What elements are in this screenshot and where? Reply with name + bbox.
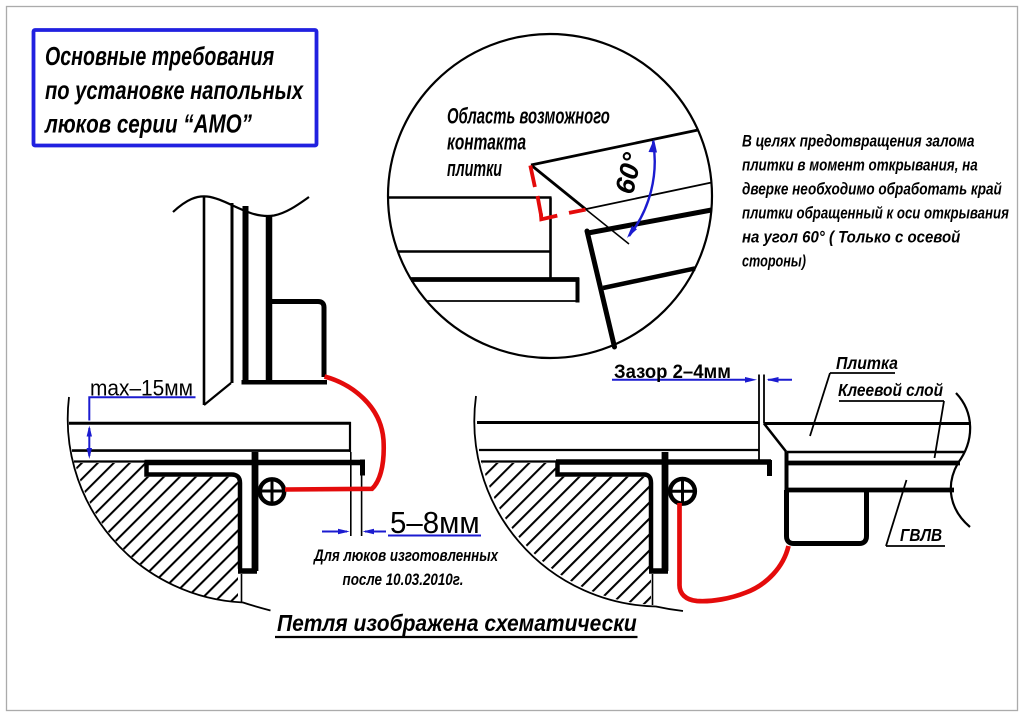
svg-text:стороны): стороны)	[742, 253, 806, 271]
svg-text:В целях предотвращения залома: В целях предотвращения залома	[742, 132, 974, 151]
svg-text:люков серии “АМО”: люков серии “АМО”	[44, 109, 252, 138]
svg-text:Зазор 2–4мм: Зазор 2–4мм	[614, 361, 731, 382]
svg-text:на угол 60° ( Только с осевой: на угол 60° ( Только с осевой	[742, 229, 961, 247]
svg-text:контакта: контакта	[447, 131, 526, 155]
svg-text:Основные требования: Основные требования	[45, 41, 275, 70]
svg-text:Петля изображена схематически: Петля изображена схематически	[277, 610, 637, 636]
svg-text:max–15мм: max–15мм	[90, 376, 193, 401]
svg-text:дверке необходимо обработать к: дверке необходимо обработать край	[742, 180, 1002, 199]
svg-text:Область возможного: Область возможного	[447, 104, 610, 129]
svg-text:ГВЛВ: ГВЛВ	[900, 526, 942, 545]
svg-text:5–8мм: 5–8мм	[390, 506, 480, 540]
svg-text:Плитка: Плитка	[836, 353, 898, 373]
svg-text:после 10.03.2010г.: после 10.03.2010г.	[343, 571, 464, 590]
svg-text:плитки обращенный к оси открыв: плитки обращенный к оси открывания	[742, 204, 1009, 223]
svg-text:плитки: плитки	[447, 156, 502, 181]
svg-text:Клеевой слой: Клеевой слой	[838, 381, 943, 400]
svg-text:по установке напольных: по установке напольных	[45, 76, 304, 105]
svg-text:плитки в момент открывания, на: плитки в момент открывания, на	[742, 156, 978, 175]
svg-text:Для люков изготовленных: Для люков изготовленных	[312, 547, 498, 566]
